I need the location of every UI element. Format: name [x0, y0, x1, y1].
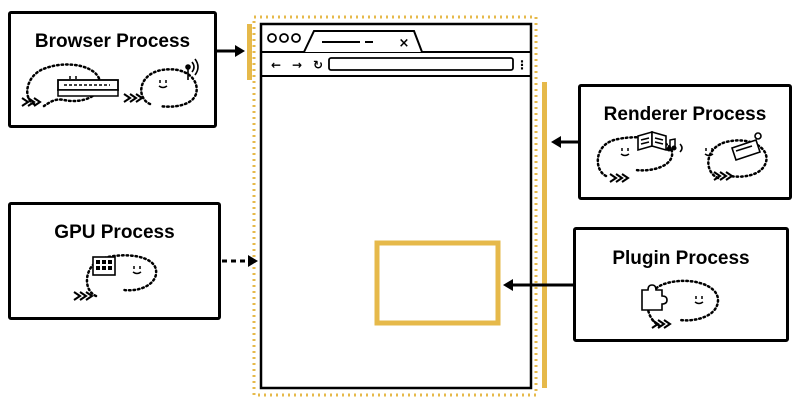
tab-close-icon[interactable]: ×: [399, 36, 410, 51]
gpu-process-title: GPU Process: [54, 222, 175, 243]
reload-icon[interactable]: ↻: [313, 58, 323, 72]
browser-process-arrow: [217, 45, 245, 57]
gpu-process-box: GPU Process: [8, 202, 221, 320]
gpu-process-arrow: [222, 255, 258, 267]
renderer-process-arrow: [551, 136, 578, 148]
window-dot-maximize-icon[interactable]: [291, 33, 301, 43]
renderer-blob-faces: [620, 148, 714, 157]
gpu-blob-tail: [73, 291, 94, 301]
gpu-process-illustration: [85, 254, 158, 298]
plugin-blob-tail: [651, 319, 672, 329]
gpu-chip-icon: [92, 256, 116, 276]
gpu-blob-face: [132, 266, 142, 275]
plugin-process-box: Plugin Process: [573, 227, 789, 342]
plugin-process-title: Plugin Process: [612, 248, 750, 269]
browser-process-box: Browser Process: [8, 11, 217, 128]
open-book-icon: [637, 130, 667, 152]
plugin-blob-face: [694, 296, 704, 305]
window-controls: [267, 33, 301, 43]
back-arrow-icon[interactable]: ←: [271, 58, 281, 72]
browser-tab[interactable]: [303, 30, 423, 53]
browser-ui-accent-bar: [247, 24, 252, 80]
network-device-icon: [57, 79, 119, 97]
browser-blob-tails: [21, 93, 144, 107]
laptop-icon: [730, 132, 762, 162]
puzzle-piece-icon: [641, 284, 668, 311]
plugin-process-arrow: [503, 279, 573, 291]
renderer-accent-bar: [542, 82, 547, 388]
music-notes-icon: [666, 138, 683, 153]
plugin-content-area: [374, 240, 501, 326]
renderer-blob-tails: [609, 171, 734, 183]
window-dot-minimize-icon[interactable]: [279, 33, 289, 43]
antenna-icon: [185, 58, 199, 80]
forward-arrow-icon[interactable]: →: [292, 58, 302, 72]
browser-menu-icon[interactable]: ⋮: [516, 58, 528, 72]
renderer-process-title: Renderer Process: [603, 104, 767, 125]
browser-window: [259, 22, 533, 390]
address-bar[interactable]: [328, 57, 514, 71]
browser-process-title: Browser Process: [34, 31, 191, 52]
window-dot-close-icon[interactable]: [267, 33, 277, 43]
